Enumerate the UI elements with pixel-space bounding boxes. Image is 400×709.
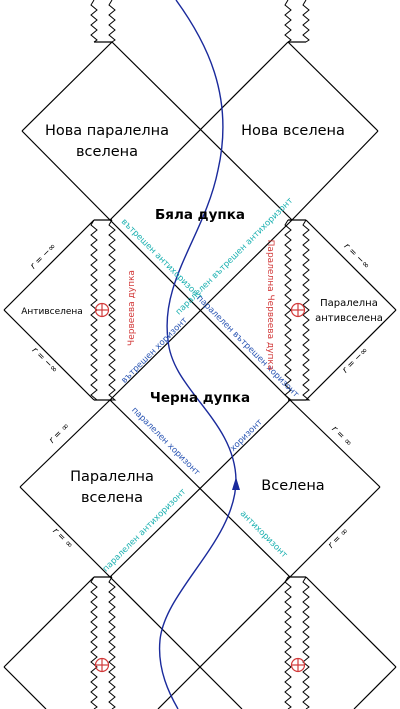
- singularity-zigzag-1-1-0: [284, 219, 293, 401]
- label-parallel-wormhole: Паралелна Червеева дупка: [265, 240, 275, 371]
- singularity-zigzag-0-0-1: [108, 0, 116, 43]
- wormhole-symbol-bottom-left: [94, 657, 110, 673]
- label-wormhole: Червеева дупка: [127, 270, 137, 346]
- wormhole-symbol-right: [290, 302, 306, 318]
- singularity-zigzag-0-1-1: [302, 0, 310, 43]
- singularity-zigzag-2-0-1: [108, 576, 116, 709]
- label-antihorizon: антихоризонт: [238, 509, 289, 560]
- singularity-zigzag-0-1-0: [284, 0, 292, 43]
- singularity-zigzag-0-0-0: [90, 0, 98, 43]
- label-new-universe: Нова вселена: [241, 123, 345, 139]
- label-universe: Вселена: [261, 478, 324, 494]
- worldline-curve: [158, 0, 237, 709]
- singularity-lines: [90, 0, 311, 709]
- label-r-inf-left-upper: r = ∞: [47, 421, 71, 445]
- singularity-zigzag-1-0-0: [90, 219, 99, 401]
- label-r-minus-inf-left-upper: r = −∞: [29, 242, 59, 272]
- label-white-hole: Бяла дупка: [155, 207, 245, 223]
- label-new-parallel-universe-1: Нова паралелна: [45, 123, 169, 139]
- label-r-inf-right-upper: r = ∞: [329, 424, 353, 448]
- penrose-grid-lines: [3, 41, 397, 709]
- label-parallel-universe-1: Паралелна: [70, 469, 154, 485]
- label-r-inf-right-lower: r = ∞: [326, 526, 350, 550]
- label-parallel-inner-horizon: паралелен вътрешен хоризонт: [194, 293, 300, 399]
- worldline-arrow: [232, 477, 240, 490]
- label-parallel-antiverse-2: антивселена: [315, 313, 383, 324]
- wormhole-symbol-bottom-right: [290, 657, 306, 673]
- wormhole-symbol-left: [94, 302, 110, 318]
- wormhole-symbols: [94, 302, 306, 673]
- singularity-zigzag-2-0-0: [90, 576, 98, 709]
- label-black-hole: Черна дупка: [150, 390, 250, 406]
- singularity-zigzag-2-1-0: [284, 576, 292, 709]
- label-parallel-horizon: паралелен хоризонт: [129, 405, 201, 477]
- label-parallel-universe-2: вселена: [81, 490, 143, 506]
- label-r-minus-inf-right-upper: r = −∞: [342, 242, 372, 272]
- singularity-zigzag-1-1-1: [302, 219, 311, 401]
- singularity-zigzag-1-0-1: [108, 219, 117, 401]
- label-parallel-antiverse-1: Паралелна: [320, 298, 378, 309]
- singularity-zigzag-2-1-1: [302, 576, 310, 709]
- label-new-parallel-universe-2: вселена: [76, 144, 138, 160]
- label-horizon: хоризонт: [228, 417, 264, 453]
- label-antiverse: Антивселена: [21, 307, 83, 317]
